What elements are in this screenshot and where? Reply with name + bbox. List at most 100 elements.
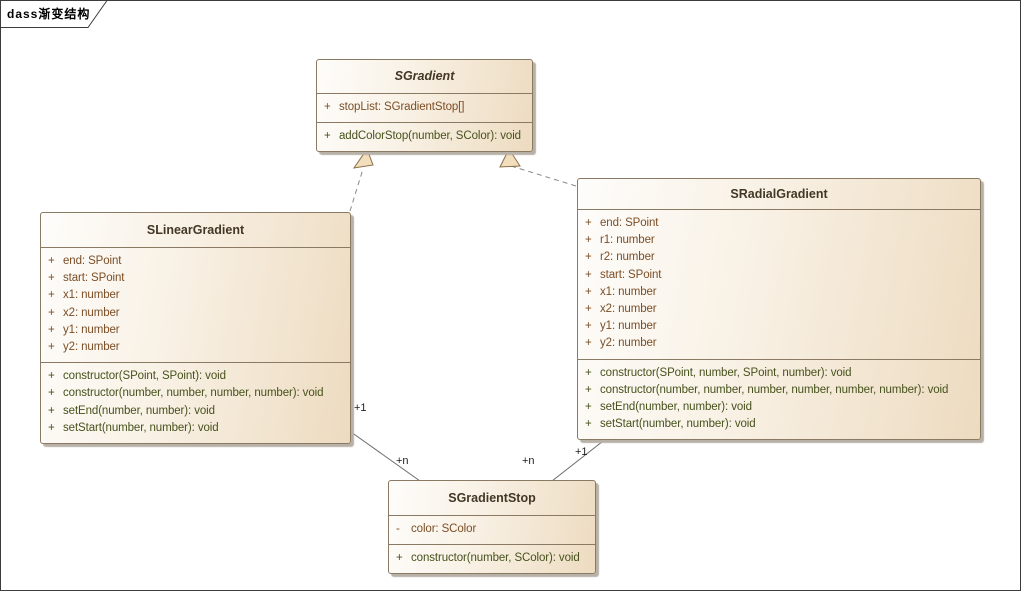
member-text: constructor(number, number, number, numb… [600, 383, 949, 396]
method-row: + constructor(number, number, number, nu… [578, 382, 978, 399]
visibility-marker: + [585, 366, 592, 379]
visibility-marker: + [585, 268, 592, 281]
multiplicity-label: +n [396, 455, 409, 467]
attribute-row: + y2: number [578, 335, 978, 352]
visibility-marker: + [48, 289, 55, 302]
visibility-marker: + [48, 387, 55, 400]
visibility-marker: + [48, 255, 55, 267]
association-line-sradialgradient-sgradientstop[interactable] [551, 437, 608, 482]
attribute-row: + start: SPoint [41, 270, 348, 287]
member-text: addColorStop(number, SColor): void [339, 130, 521, 143]
visibility-marker: + [48, 306, 55, 319]
class-box-sgradient[interactable]: SGradient + stopList: SGradientStop[] + … [316, 59, 533, 153]
visibility-marker: + [585, 217, 592, 229]
methods-compartment: + constructor(SPoint, number, SPoint, nu… [578, 358, 980, 440]
visibility-marker: + [48, 404, 55, 417]
class-box-slineargradient[interactable]: SLinearGradient + end: SPoint + start: S… [40, 212, 351, 445]
class-title: SGradient [394, 69, 455, 83]
realization-line-sradialgradient[interactable] [510, 165, 577, 187]
class-title: SLinearGradient [146, 223, 245, 237]
attributes-compartment: + stopList: SGradientStop[] [317, 93, 532, 122]
attribute-row: + x1: number [41, 287, 348, 304]
attribute-row: + start: SPoint [578, 267, 978, 284]
member-text: constructor(number, SColor): void [411, 552, 580, 565]
attribute-row: + x2: number [578, 301, 978, 318]
methods-compartment: + constructor(SPoint, SPoint): void + co… [41, 362, 350, 443]
visibility-marker: + [48, 272, 55, 285]
class-title: SGradientStop [448, 491, 536, 505]
method-row: + constructor(SPoint, number, SPoint, nu… [578, 365, 978, 382]
method-row: + setStart(number, number): void [41, 420, 348, 437]
attribute-row: + y2: number [41, 339, 348, 356]
member-text: constructor(number, number, number, numb… [63, 387, 324, 400]
method-row: + constructor(number, number, number, nu… [41, 385, 348, 402]
method-row: + constructor(number, SColor): void [389, 550, 593, 567]
member-text: stopList: SGradientStop[] [339, 101, 465, 113]
attribute-row: + x1: number [578, 284, 978, 301]
member-text: start: SPoint [63, 272, 125, 285]
attribute-row: + end: SPoint [41, 253, 348, 270]
member-text: y2: number [63, 341, 120, 354]
member-text: constructor(SPoint, number, SPoint, numb… [600, 366, 852, 379]
frame-label: dass渐变结构 [7, 7, 91, 21]
generalization-arrowhead-left[interactable] [352, 147, 374, 169]
methods-compartment: + addColorStop(number, SColor): void [317, 122, 532, 151]
member-text: x2: number [600, 303, 657, 316]
visibility-marker: + [585, 303, 592, 316]
member-text: y2: number [600, 337, 657, 350]
visibility-marker: + [48, 323, 55, 336]
visibility-marker: + [48, 370, 55, 383]
member-text: x1: number [63, 289, 120, 302]
class-box-sgradientstop[interactable]: SGradientStop - color: SColor + construc… [388, 480, 596, 575]
attribute-row: + r2: number [578, 249, 978, 266]
method-row: + setEnd(number, number): void [578, 399, 978, 416]
member-text: end: SPoint [600, 217, 659, 229]
visibility-marker: + [48, 341, 55, 354]
member-text: setStart(number, number): void [63, 421, 219, 434]
class-box-sradialgradient[interactable]: SRadialGradient + end: SPoint + r1: numb… [577, 178, 981, 441]
member-text: r2: number [600, 251, 655, 264]
multiplicity-label: +1 [354, 402, 367, 414]
member-text: start: SPoint [600, 268, 662, 281]
attribute-row: - color: SColor [389, 521, 593, 538]
generalization-arrowhead-right[interactable] [499, 147, 521, 168]
attribute-row: + stopList: SGradientStop[] [317, 99, 530, 116]
visibility-marker: + [324, 130, 331, 143]
attribute-row: + y1: number [41, 322, 348, 339]
visibility-marker: + [48, 421, 55, 434]
realization-line-slineargradient[interactable] [349, 168, 364, 212]
visibility-marker: + [585, 383, 592, 396]
association-line-slineargradient-sgradientstop[interactable] [350, 431, 421, 482]
multiplicity-label: +1 [575, 446, 588, 458]
member-text: color: SColor [411, 523, 477, 535]
member-text: setEnd(number, number): void [600, 401, 752, 414]
method-row: + addColorStop(number, SColor): void [317, 128, 530, 145]
visibility-marker: + [324, 101, 331, 113]
attribute-row: + y1: number [578, 318, 978, 335]
method-row: + constructor(SPoint, SPoint): void [41, 368, 348, 385]
visibility-marker: - [396, 523, 400, 535]
member-text: x1: number [600, 285, 657, 298]
member-text: r1: number [600, 234, 655, 247]
multiplicity-label: +n [522, 455, 535, 467]
visibility-marker: + [585, 418, 592, 431]
visibility-marker: + [585, 285, 592, 298]
method-row: + setStart(number, number): void [578, 416, 978, 433]
attributes-compartment: + end: SPoint + r1: number + r2: number … [578, 209, 980, 359]
member-text: constructor(SPoint, SPoint): void [63, 370, 226, 383]
visibility-marker: + [585, 320, 592, 333]
member-text: end: SPoint [63, 255, 122, 267]
visibility-marker: + [585, 401, 592, 414]
methods-compartment: + constructor(number, SColor): void [389, 544, 595, 573]
member-text: setStart(number, number): void [600, 418, 756, 431]
attribute-row: + x2: number [41, 305, 348, 322]
member-text: x2: number [63, 306, 120, 319]
attributes-compartment: - color: SColor [389, 515, 595, 544]
member-text: y1: number [63, 323, 120, 336]
visibility-marker: + [585, 234, 592, 247]
visibility-marker: + [585, 251, 592, 264]
member-text: setEnd(number, number): void [63, 404, 215, 417]
